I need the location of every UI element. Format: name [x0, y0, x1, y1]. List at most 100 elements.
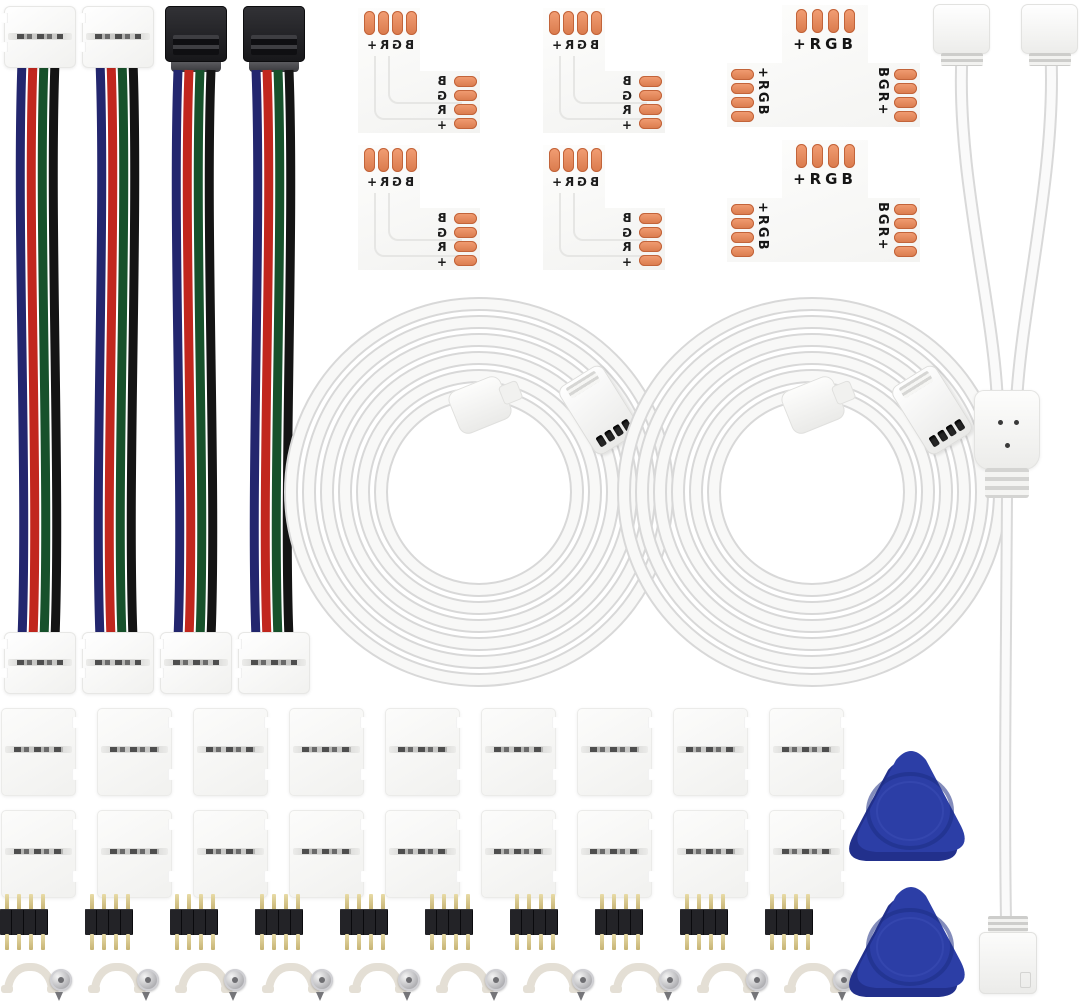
junction-dot [998, 420, 1003, 425]
rgb-polarity-label: +RGB [793, 170, 857, 188]
solder-pad [894, 97, 917, 108]
solder-pad [454, 76, 477, 87]
screw-head [50, 969, 72, 991]
gapless-clips-group [1, 708, 856, 898]
header-pin [551, 894, 555, 910]
pcb-trace [573, 193, 647, 241]
solder-pad [731, 97, 754, 108]
jumper-plug-type [157, 6, 234, 694]
clip-contact-slot [293, 848, 360, 855]
rgb-polarity-label: +RGB [363, 38, 415, 52]
clip-contact-slot [242, 659, 306, 666]
clip-contact-slot [101, 746, 168, 753]
screw-tip [403, 992, 411, 1001]
header-pin [466, 894, 470, 910]
rgb-polarity-label: +RGB [548, 38, 600, 52]
four-pin-male-header [425, 894, 473, 950]
solder-pad [577, 148, 588, 172]
solder-pad [454, 90, 477, 101]
header-pin [211, 894, 215, 910]
clip-contact-slot [389, 848, 456, 855]
solder-pad [392, 148, 403, 172]
solder-pad [639, 76, 662, 87]
solder-pad [812, 9, 823, 33]
header-pin [430, 934, 434, 950]
header-pin [41, 934, 45, 950]
gapless-strip-clip [385, 810, 463, 898]
pcb-trace [559, 193, 647, 257]
header-pin [357, 934, 361, 950]
header-pin [454, 934, 458, 950]
bracket-arch [88, 963, 146, 993]
solder-pad [563, 148, 574, 172]
header-pin [806, 934, 810, 950]
rgb-polarity-label: +RGB [793, 35, 857, 53]
header-body [680, 909, 728, 935]
bracket-arch [262, 963, 320, 993]
gapless-strip-clip [289, 708, 367, 796]
extension-cable-coil [284, 296, 674, 688]
header-pin [284, 894, 288, 910]
header-pin [29, 934, 33, 950]
jumper-plug-type [235, 6, 312, 694]
solder-pad [639, 255, 662, 266]
header-pin [721, 894, 725, 910]
header-pin [539, 894, 543, 910]
gapless-strip-clip [481, 810, 559, 898]
clip-contact-slot [197, 848, 264, 855]
header-body [85, 909, 133, 935]
header-pin [636, 894, 640, 910]
header-pin [260, 894, 264, 910]
clip-contact-slot [5, 746, 72, 753]
solder-pad [639, 213, 662, 224]
solder-pad [577, 11, 588, 35]
four-pin-male-header [510, 894, 558, 950]
solder-pad [364, 148, 375, 172]
clip-contact-slot [101, 848, 168, 855]
header-pin [685, 894, 689, 910]
gapless-strip-clip [193, 810, 271, 898]
header-pin [260, 934, 264, 950]
header-body [255, 909, 303, 935]
pcb-trace [374, 56, 462, 120]
screw-head [572, 969, 594, 991]
t-connectors-group: +RGB +RGB BGR+ +RGB +RGB BGR+ [727, 5, 920, 262]
clip-contact-slot [5, 848, 72, 855]
mounting-clip [175, 956, 246, 1002]
solder-pad [549, 148, 560, 172]
gapless-strip-clip [481, 708, 559, 796]
gapless-strip-clip [577, 810, 655, 898]
solder-pad [454, 118, 477, 129]
screw-tip [229, 992, 237, 1001]
pcb-trace [388, 193, 462, 241]
header-pin [102, 934, 106, 950]
header-pin [442, 934, 446, 950]
solder-pad [894, 111, 917, 122]
four-pin-male-header [765, 894, 813, 950]
screw-tip [751, 992, 759, 1001]
header-pin [612, 934, 616, 950]
bracket-arch [1, 963, 59, 993]
four-pin-male-header [85, 894, 133, 950]
gapless-strip-clip [1, 708, 79, 796]
solder-pad [639, 227, 662, 238]
mounting-clip [88, 956, 159, 1002]
strip-clip-connector [157, 632, 232, 694]
header-pin [5, 934, 9, 950]
header-pin [527, 894, 531, 910]
header-body [595, 909, 643, 935]
strip-clip-connector [235, 632, 310, 694]
header-pin [381, 934, 385, 950]
header-pin [806, 894, 810, 910]
header-pin [770, 934, 774, 950]
header-pin [369, 934, 373, 950]
header-pin [709, 934, 713, 950]
solder-pad [894, 69, 917, 80]
mounting-clip [697, 956, 768, 1002]
solder-pad [731, 232, 754, 243]
header-pin [5, 894, 9, 910]
screw-tip [316, 992, 324, 1001]
